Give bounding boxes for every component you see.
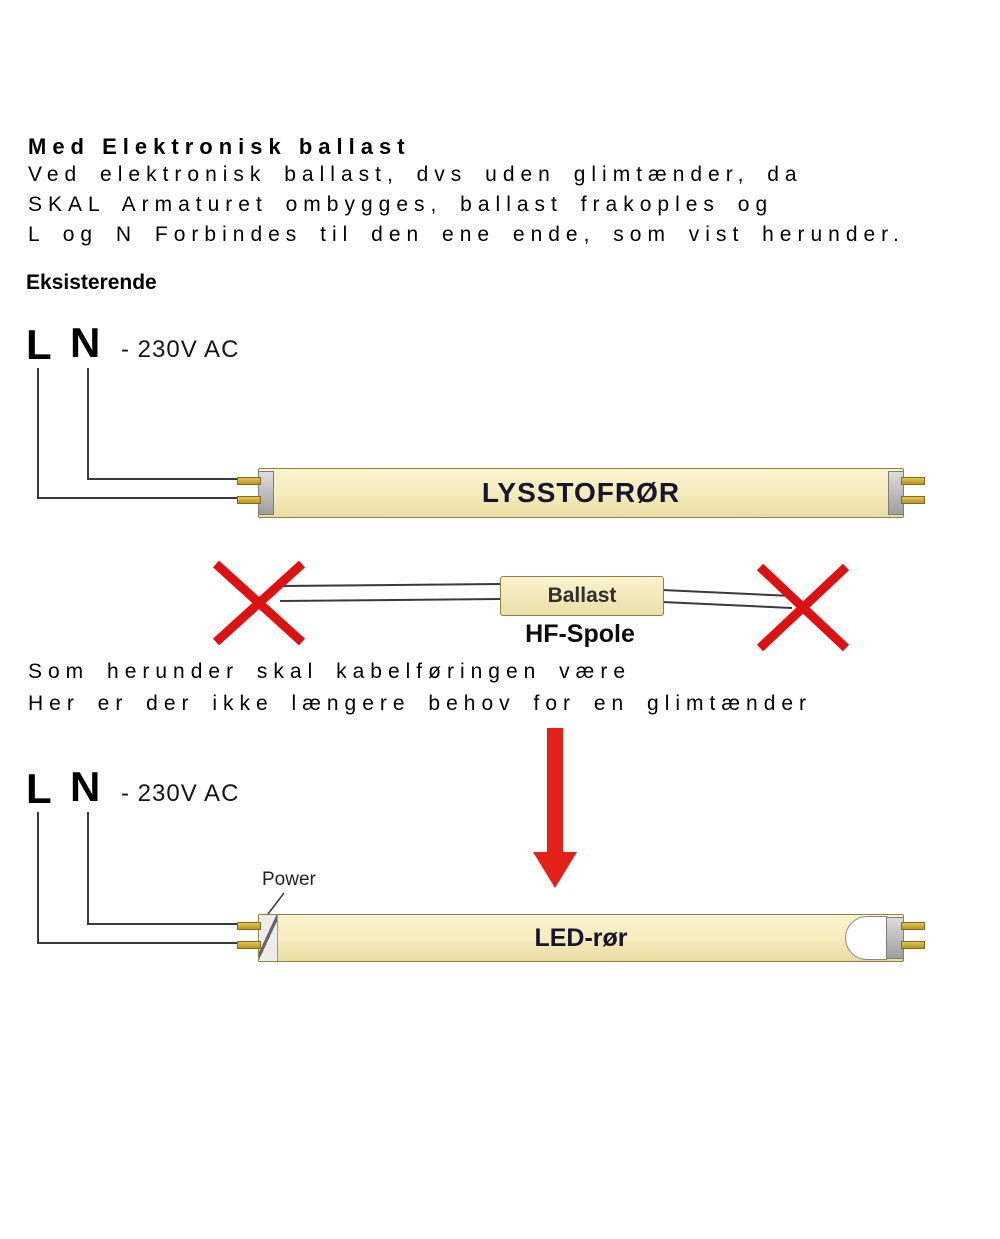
tube-pin (237, 922, 261, 930)
ballast-label: Ballast (547, 584, 617, 607)
power-label: Power (262, 869, 316, 890)
voltage-label-2: - 230V AC (121, 780, 240, 807)
diagram1-wires (37, 368, 793, 944)
fluorescent-tube-label: LYSSTOFRØR (481, 477, 681, 508)
cross-icon-left (212, 560, 306, 646)
intro-line-3: L og N Forbindes til den ene ende, som v… (28, 223, 905, 246)
tube-endcap-right (888, 471, 904, 515)
doc-title: Med Elektronisk ballast (28, 134, 411, 159)
cross-icon-right (756, 563, 850, 652)
led-tube-label: LED-rør (534, 923, 628, 952)
hf-spole-label: HF-Spole (525, 620, 635, 648)
phase-l-label-1: L (26, 321, 52, 368)
led-power-connector (259, 915, 278, 961)
note-line-1: Som herunder skal kabelføringen være (28, 660, 632, 683)
tube-pin (901, 941, 925, 949)
tube-endcap-left (258, 471, 274, 515)
down-arrow-icon (533, 728, 577, 888)
neutral-n-label-1: N (70, 319, 101, 366)
intro-line-2: SKAL Armaturet ombygges, ballast frakopl… (28, 193, 774, 216)
tube-pin (901, 922, 925, 930)
voltage-label-1: - 230V AC (121, 336, 240, 363)
neutral-n-label-2: N (70, 763, 101, 810)
tube-pin (237, 941, 261, 949)
fluorescent-tube: LYSSTOFRØR (237, 468, 925, 518)
led-dummy-endcap (845, 916, 887, 960)
led-tube: LED-rør (237, 914, 925, 962)
tube-pin (901, 477, 925, 485)
note-line-2: Her er der ikke længere behov for en gli… (28, 692, 813, 715)
existing-heading: Eksisterende (26, 271, 157, 294)
tube-pin (901, 496, 925, 504)
intro-line-1: Ved elektronisk ballast, dvs uden glimtæ… (28, 163, 803, 186)
tube-pin (237, 496, 261, 504)
phase-l-label-2: L (26, 765, 52, 812)
tube-pin (237, 477, 261, 485)
led-endcap-right (886, 917, 904, 959)
ballast-box: Ballast (500, 576, 664, 616)
